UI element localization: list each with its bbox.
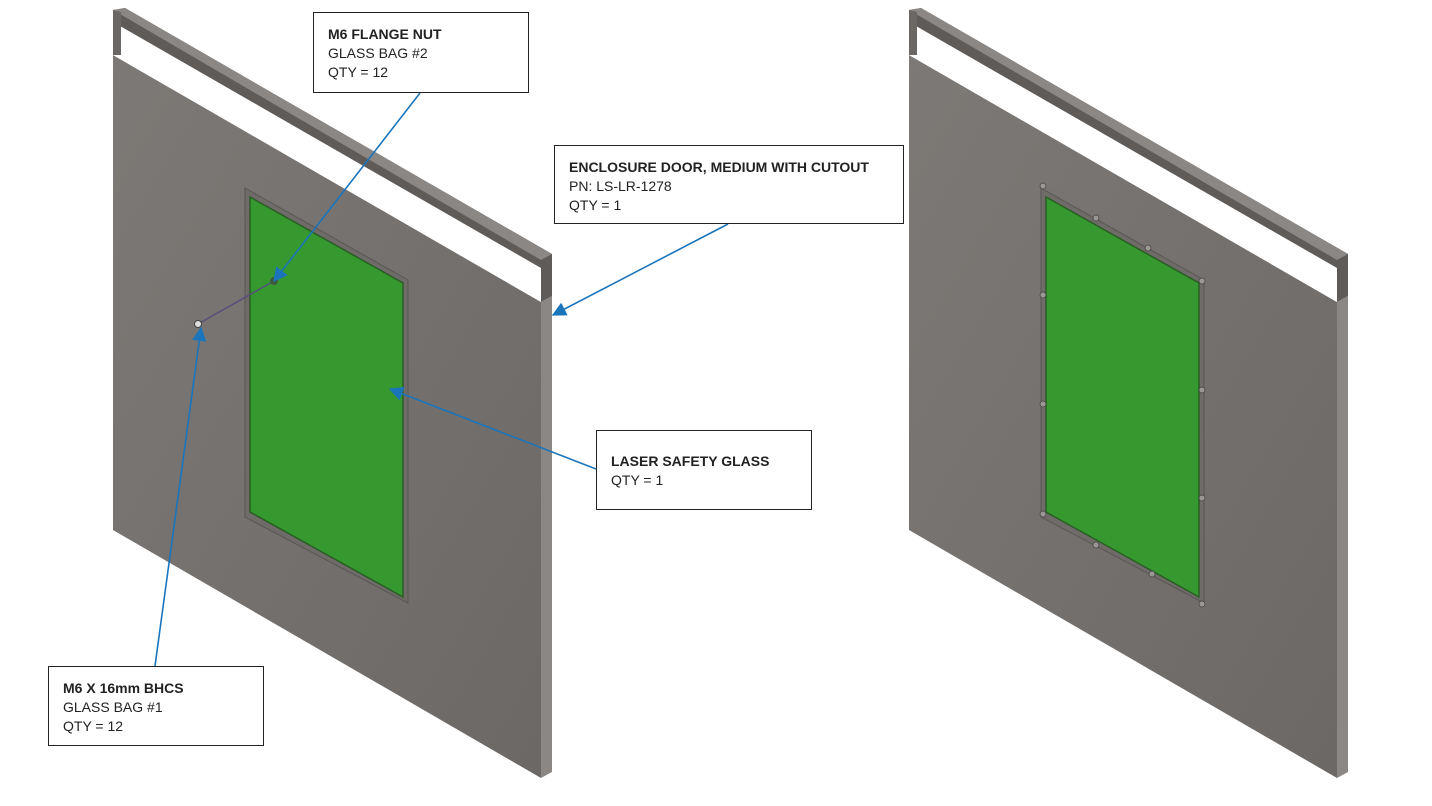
top-rail	[113, 8, 552, 302]
callout-title: ENCLOSURE DOOR, MEDIUM WITH CUTOUT	[569, 159, 869, 175]
door-exploded-view	[113, 8, 552, 778]
door-assembled-view	[909, 8, 1348, 778]
bolt-axis	[197, 280, 275, 325]
leader-glass	[388, 386, 597, 470]
door-side-edge	[541, 296, 552, 778]
leader-flange-nut	[273, 92, 421, 283]
callout-qty: QTY = 12	[328, 64, 389, 80]
leader-lines	[154, 92, 729, 667]
bhcs-screw	[194, 320, 202, 328]
leader-door	[551, 223, 729, 316]
callout-qty: QTY = 12	[63, 718, 124, 734]
callout-line: GLASS BAG #2	[328, 45, 428, 61]
installed-fasteners	[1039, 182, 1206, 608]
laser-safety-glass-installed	[1045, 195, 1200, 599]
callout-title: M6 FLANGE NUT	[328, 26, 442, 42]
callout-qty: QTY = 1	[611, 472, 664, 488]
callout-part-number: PN: LS-LR-1278	[569, 178, 672, 194]
callout-line: GLASS BAG #1	[63, 699, 163, 715]
callout-title: M6 X 16mm BHCS	[63, 680, 184, 696]
callout-flange-nut: M6 FLANGE NUT GLASS BAG #2 QTY = 12	[313, 12, 529, 93]
rail-left-end	[113, 10, 121, 55]
callout-title: LASER SAFETY GLASS	[611, 453, 770, 469]
white-strip	[113, 28, 541, 302]
callout-bhcs: M6 X 16mm BHCS GLASS BAG #1 QTY = 12	[48, 666, 264, 746]
top-rail-face	[113, 8, 552, 260]
laser-safety-glass	[249, 195, 404, 599]
callout-laser-safety-glass: LASER SAFETY GLASS QTY = 1	[596, 430, 812, 510]
leader-bhcs	[154, 326, 207, 667]
callout-qty: QTY = 1	[569, 197, 622, 213]
callout-enclosure-door: ENCLOSURE DOOR, MEDIUM WITH CUTOUT PN: L…	[554, 145, 904, 224]
